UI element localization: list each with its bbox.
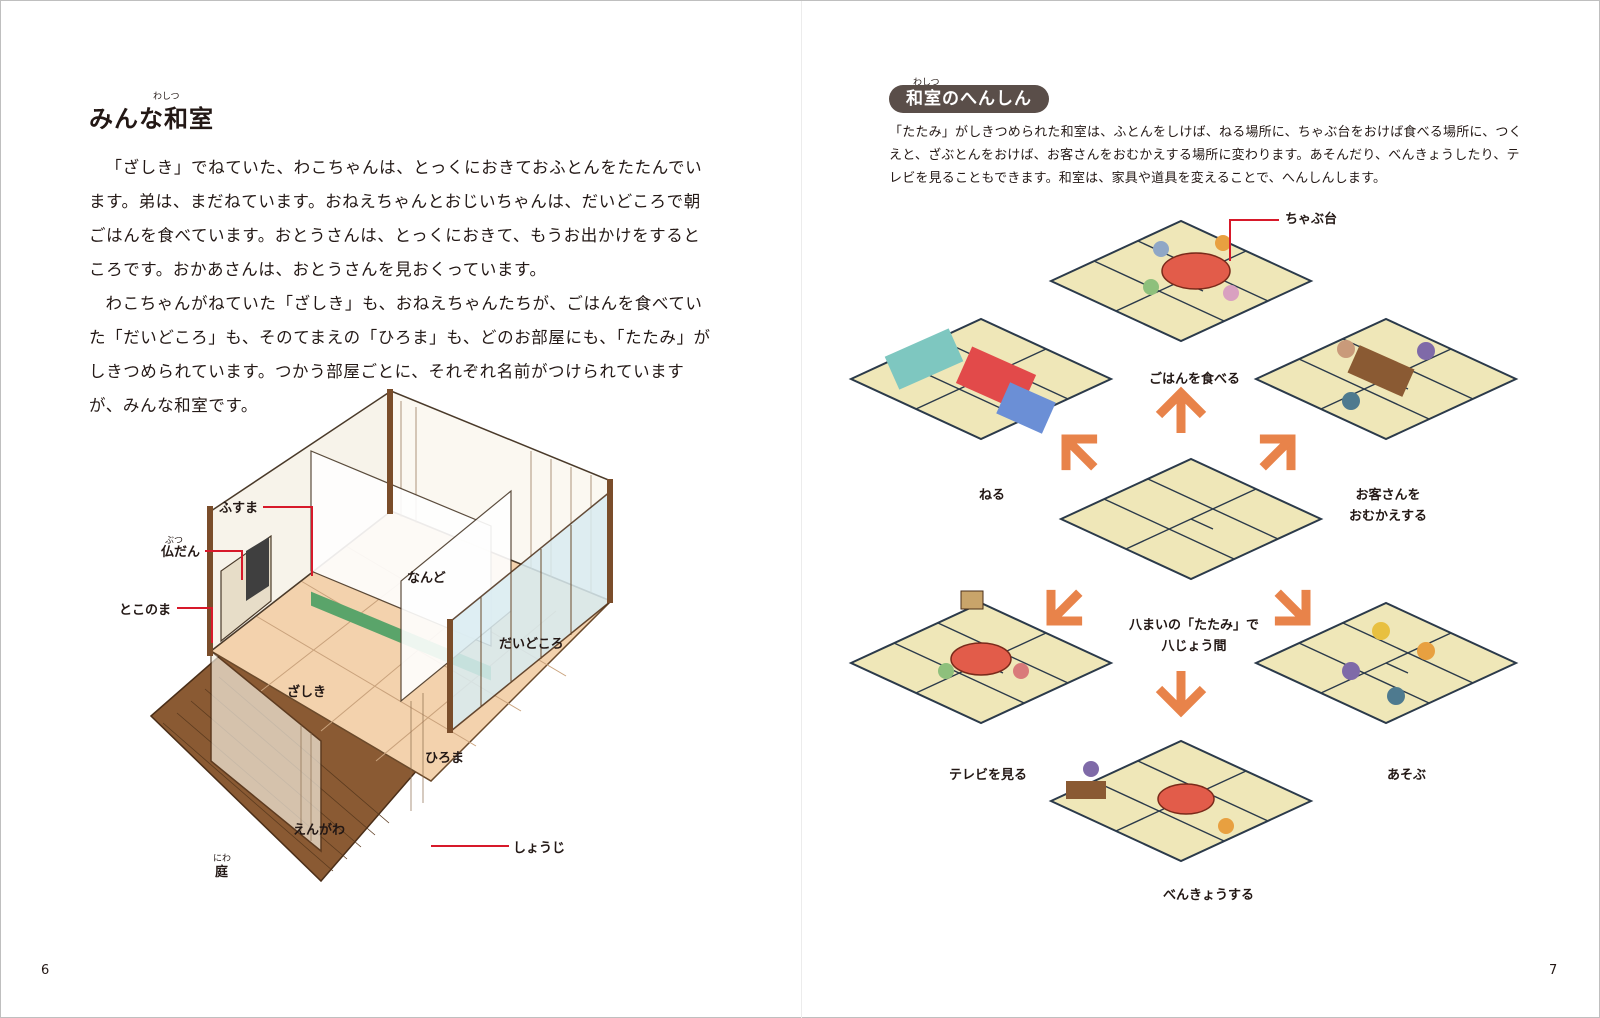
tatami-diagram [850, 220, 1517, 862]
label-center: 八まいの「たたみ」で 八じょう間 [1129, 615, 1259, 657]
label-niwa: 庭 [215, 865, 229, 880]
label-guest: お客さんを おむかえする [1349, 485, 1427, 527]
leader-fusuma [263, 506, 311, 508]
label-butsudan: 仏だん [161, 545, 201, 560]
label-nando: なんど [407, 571, 446, 586]
leader-butsudan-down [241, 550, 243, 580]
paragraph-1: 「ざしき」でねていた、わこちゃんは、とっくにおきておふとんをたたんでいます。弟は… [89, 158, 703, 279]
section-heading: 和室のへんしん [889, 85, 1049, 113]
label-guest-line2: おむかえする [1349, 509, 1428, 524]
leader-shoji [431, 845, 509, 847]
arrow-up-left [1050, 423, 1109, 482]
intro-text: 「たたみ」がしきつめられた和室は、ふとんをしけば、ねる場所に、ちゃぶ台をおけば食… [889, 125, 1522, 186]
scene-eat [1050, 220, 1312, 342]
scene-sleep [850, 318, 1112, 440]
label-center-line1: 八まいの「たたみ」で [1129, 618, 1260, 633]
niwa-ruby: にわ [213, 854, 232, 864]
page-number-right: 7 [1549, 963, 1558, 978]
scene-guest [1255, 318, 1517, 440]
scene-empty [1060, 458, 1322, 580]
arrow-up [1159, 393, 1203, 433]
label-play: あそぶ [1387, 768, 1427, 783]
arrow-down [1159, 671, 1203, 711]
leader-butsudan [205, 550, 241, 552]
leader-tokonoma [177, 607, 211, 609]
label-engawa: えんがわ [293, 823, 346, 838]
story-text: 「ざしき」でねていた、わこちゃんは、とっくにおきておふとんをたたんでいます。弟は… [89, 151, 711, 423]
leader-fusuma-down [311, 506, 313, 576]
label-tokonoma: とこのま [119, 603, 172, 618]
label-guest-line1: お客さんを [1355, 488, 1421, 503]
arrow-down-right [1262, 577, 1321, 636]
heading-ruby: わしつ [913, 78, 940, 88]
arrow-down-left [1035, 577, 1094, 636]
label-zashiki: ざしき [287, 685, 327, 700]
page-number-left: 6 [41, 963, 50, 978]
house-illustration [149, 389, 613, 883]
label-daidokoro: だいどころ [499, 637, 564, 652]
scene-study [1050, 740, 1312, 862]
leader-tokonoma-down [211, 607, 213, 643]
scene-play [1255, 602, 1517, 724]
butsudan-ruby: ぶつ [165, 536, 184, 546]
leader-chabudai-down [1229, 219, 1231, 261]
page-gutter [801, 1, 802, 1018]
label-fusuma: ふすま [219, 501, 259, 516]
label-hiroma: ひろま [425, 751, 465, 766]
page-title: みんな和室 [89, 105, 214, 133]
scene-tv [850, 590, 1112, 724]
label-shoji: しょうじ [513, 841, 566, 856]
label-chabudai: ちゃぶ台 [1285, 212, 1338, 227]
label-study: べんきょうする [1163, 888, 1255, 903]
paragraph-2: わこちゃんがねていた「ざしき」も、おねえちゃんたちが、ごはんを食べていた「だいど… [89, 294, 711, 415]
arrow-up-right [1247, 423, 1306, 482]
label-center-line2: 八じょう間 [1161, 639, 1227, 654]
label-tv: テレビを見る [949, 768, 1028, 783]
label-sleep: ねる [979, 488, 1006, 503]
leader-chabudai [1229, 219, 1279, 221]
label-eat: ごはんを食べる [1149, 372, 1241, 387]
title-ruby: わしつ [153, 92, 180, 102]
